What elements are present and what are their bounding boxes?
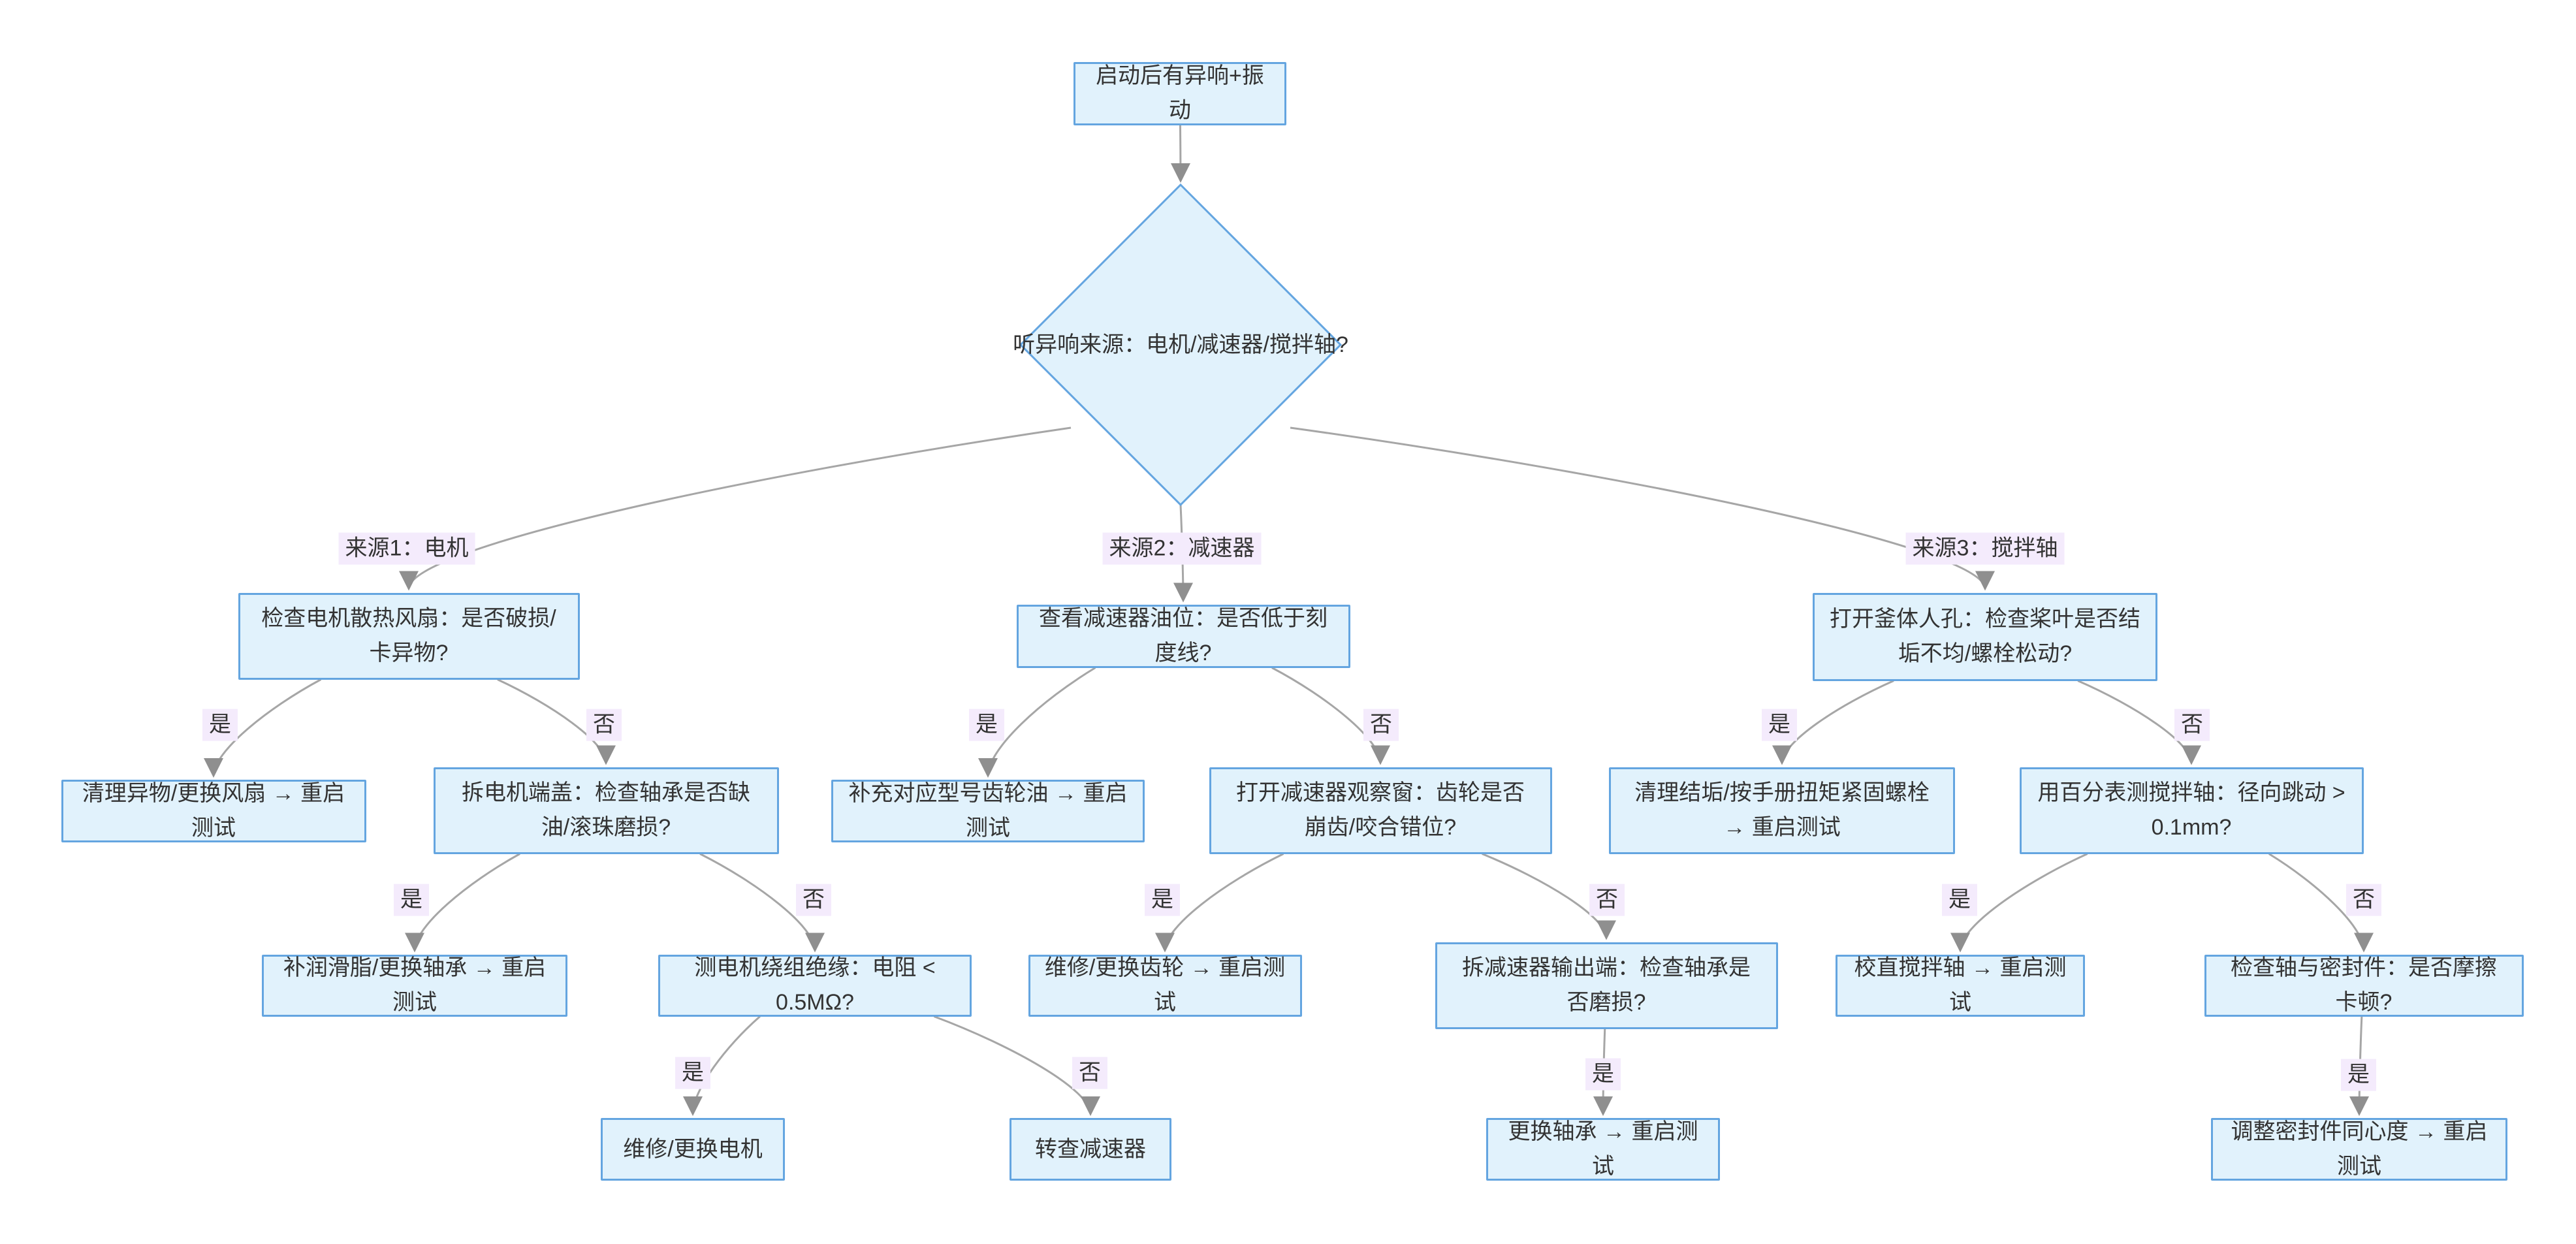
node-check-motor-fan: 检查电机散热风扇：是否破损/卡异物? <box>238 592 580 680</box>
edge-label-check-bearing-endcover-to-test-winding-insulation: 否 <box>796 884 831 916</box>
edge-dial-gauge-runout-to-straighten-shaft <box>1950 853 2088 953</box>
node-source-decision: 听异响来源：电机/减速器/搅拌轴? <box>1013 332 1348 357</box>
edge-check-motor-fan-to-clean-debris-fan <box>204 678 322 778</box>
edge-source-decision-to-check-manhole <box>1290 426 1995 591</box>
edge-label-check-bearing-endcover-to-grease-replace-bearing: 是 <box>394 884 429 916</box>
edge-label-check-gear-window-to-check-output-bearing: 否 <box>1589 884 1625 916</box>
node-refill-gear-oil: 补充对应型号齿轮油 → 重启测试 <box>831 780 1145 842</box>
edge-label-check-motor-fan-to-clean-debris-fan: 是 <box>202 709 238 741</box>
edge-check-gear-window-to-repair-gear <box>1155 853 1284 953</box>
edge-label-source-decision-to-check-manhole: 来源3：搅拌轴 <box>1905 532 2065 565</box>
edge-source-decision-to-check-motor-fan <box>399 426 1072 591</box>
node-goto-reducer: 转查减速器 <box>1010 1118 1171 1181</box>
node-check-seal-friction: 检查轴与密封件：是否摩擦卡顿? <box>2204 954 2524 1017</box>
node-source-decision-shape <box>1019 183 1343 507</box>
edge-check-manhole-to-clean-scale-bolts <box>1772 680 1894 765</box>
edge-check-motor-fan-to-check-bearing-endcover <box>497 678 616 765</box>
node-clean-debris-fan: 清理异物/更换风扇 → 重启测试 <box>61 780 366 842</box>
node-dial-gauge-runout: 用百分表测搅拌轴：径向跳动 > 0.1mm? <box>2019 767 2364 854</box>
edge-label-check-output-bearing-to-replace-bearing: 是 <box>1585 1058 1621 1091</box>
edge-test-winding-insulation-to-repair-motor <box>683 1015 761 1116</box>
node-check-output-bearing: 拆减速器输出端：检查轴承是否磨损? <box>1435 942 1778 1029</box>
edge-check-gear-window-to-check-output-bearing <box>1482 853 1616 940</box>
node-check-manhole: 打开釜体人孔：检查桨叶是否结垢不均/螺栓松动? <box>1813 592 2157 681</box>
edge-label-check-manhole-to-dial-gauge-runout: 否 <box>2174 709 2210 741</box>
edge-label-dial-gauge-runout-to-straighten-shaft: 是 <box>1942 884 1977 916</box>
edge-label-check-oil-level-to-check-gear-window: 否 <box>1363 709 1399 741</box>
edge-label-dial-gauge-runout-to-check-seal-friction: 否 <box>2346 884 2381 916</box>
node-straighten-shaft: 校直搅拌轴 → 重启测试 <box>1836 954 2085 1017</box>
node-clean-scale-bolts: 清理结垢/按手册扭矩紧固螺栓 → 重启测试 <box>1609 767 1955 854</box>
edge-label-check-seal-friction-to-adjust-seal-concentricity: 是 <box>2341 1059 2376 1091</box>
edge-test-winding-insulation-to-goto-reducer <box>933 1015 1100 1116</box>
node-check-oil-level: 查看减速器油位：是否低于刻度线? <box>1016 604 1350 668</box>
edge-label-source-decision-to-check-oil-level: 来源2：减速器 <box>1102 532 1262 565</box>
node-check-bearing-endcover: 拆电机端盖：检查轴承是否缺油/滚珠磨损? <box>433 767 779 854</box>
edge-check-oil-level-to-check-gear-window <box>1271 667 1390 765</box>
node-repair-gear: 维修/更换齿轮 → 重启测试 <box>1028 954 1302 1017</box>
node-replace-bearing: 更换轴承 → 重启测试 <box>1486 1118 1720 1181</box>
edge-label-check-motor-fan-to-check-bearing-endcover: 否 <box>586 709 622 741</box>
node-adjust-seal-concentricity: 调整密封件同心度 → 重启测试 <box>2211 1118 2507 1181</box>
edge-label-source-decision-to-check-motor-fan: 来源1：电机 <box>338 532 475 565</box>
edge-check-manhole-to-dial-gauge-runout <box>2077 680 2201 765</box>
node-check-gear-window: 打开减速器观察窗：齿轮是否崩齿/咬合错位? <box>1209 767 1552 854</box>
edge-label-test-winding-insulation-to-repair-motor: 是 <box>675 1057 710 1089</box>
edge-check-oil-level-to-refill-gear-oil <box>978 667 1096 778</box>
edge-dial-gauge-runout-to-check-seal-friction <box>2268 853 2374 953</box>
edge-start-to-source-decision <box>1170 125 1190 183</box>
edge-check-bearing-endcover-to-grease-replace-bearing <box>405 853 520 953</box>
edge-check-bearing-endcover-to-test-winding-insulation <box>699 853 825 953</box>
edge-label-test-winding-insulation-to-goto-reducer: 否 <box>1072 1057 1107 1089</box>
edge-label-check-gear-window-to-repair-gear: 是 <box>1145 884 1180 916</box>
node-start: 启动后有异响+振动 <box>1073 61 1286 125</box>
node-test-winding-insulation: 测电机绕组绝缘：电阻 < 0.5MΩ? <box>658 954 972 1017</box>
edge-label-check-manhole-to-clean-scale-bolts: 是 <box>1762 709 1797 741</box>
edge-label-check-oil-level-to-refill-gear-oil: 是 <box>969 709 1004 741</box>
node-repair-motor: 维修/更换电机 <box>601 1118 785 1181</box>
node-grease-replace-bearing: 补润滑脂/更换轴承 → 重启测试 <box>262 954 567 1017</box>
